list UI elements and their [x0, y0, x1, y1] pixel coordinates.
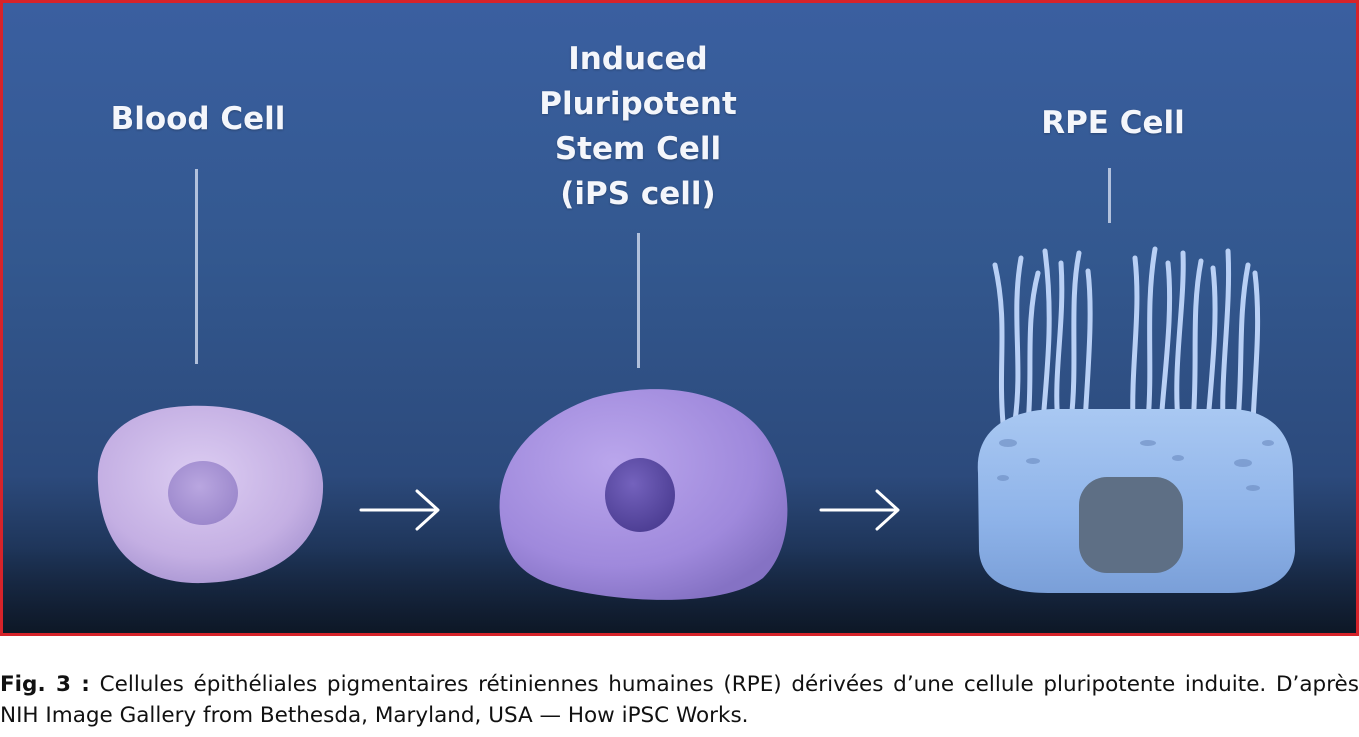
rpe-cell-label: RPE Cell — [1041, 105, 1185, 141]
cell-illustrations — [3, 246, 1356, 633]
ips-cell-label: Induced Pluripotent Stem Cell (iPS cell) — [539, 41, 737, 212]
ips-cell-nucleus — [605, 458, 675, 532]
ips-cell — [499, 389, 788, 600]
blood-cell-label: Blood Cell — [110, 101, 286, 137]
figure-caption: Fig. 3 : Cellules épithéliales pigmentai… — [0, 669, 1359, 731]
caption-text: Cellules épithéliales pigmentaires rétin… — [0, 672, 1359, 728]
rpe-cell — [977, 246, 1295, 593]
arrow-right-icon — [359, 489, 440, 531]
rpe-cell-granules — [997, 439, 1274, 491]
rpe-cell-microvilli — [992, 246, 1261, 426]
blood-cell — [97, 405, 324, 584]
ips-cell-leader-line — [637, 233, 640, 368]
blood-cell-nucleus — [168, 461, 238, 525]
arrow-right-icon — [819, 489, 900, 531]
figure-panel: Blood Cell Induced Pluripotent Stem Cell… — [0, 0, 1359, 636]
caption-figure-number: Fig. 3 : — [0, 672, 90, 697]
blood-cell-leader-line — [195, 169, 198, 364]
rpe-cell-nucleus — [1079, 477, 1183, 573]
rpe-cell-leader-line — [1108, 168, 1111, 223]
